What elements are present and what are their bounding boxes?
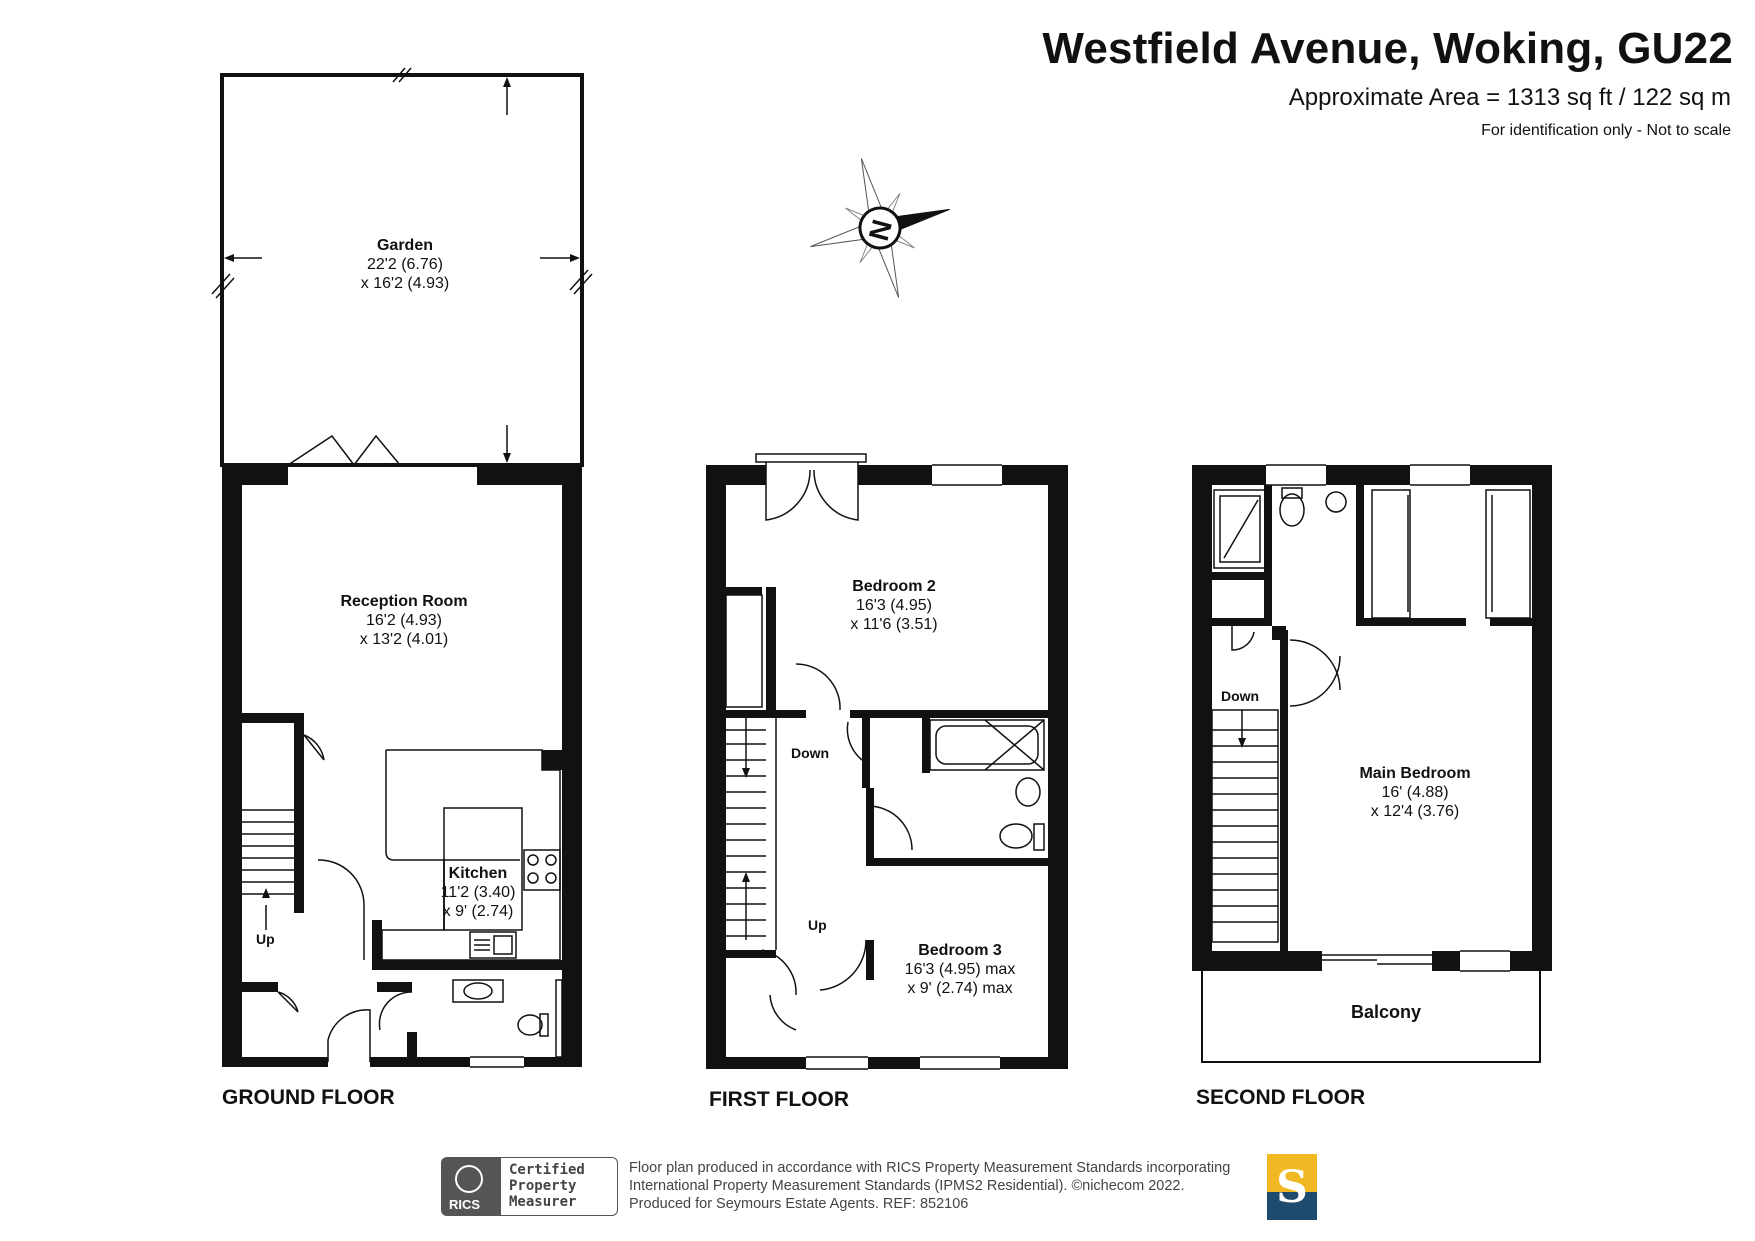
ground-floor-fixtures <box>242 734 563 1068</box>
property-title: Westfield Avenue, Woking, GU22 <box>1042 24 1733 73</box>
rics-org-text: RICS <box>449 1197 481 1212</box>
first-floor-fixtures <box>725 453 1045 1070</box>
credit-line: Produced for Seymours Estate Agents. REF… <box>629 1196 969 1212</box>
floor-label-second: SECOND FLOOR <box>1196 1086 1366 1109</box>
room-dimension: x 16'2 (4.93) <box>360 275 450 292</box>
compass-rose <box>810 158 950 298</box>
ground-floor-plan <box>211 67 593 467</box>
stair-label-up: Up <box>808 917 827 933</box>
room-name: Bedroom 3 <box>918 942 1002 959</box>
ground-floor-walls <box>222 465 582 1067</box>
floor-label-first: FIRST FLOOR <box>709 1088 849 1111</box>
room-name: Kitchen <box>448 865 508 882</box>
room-label-reception: Reception Room 16'2 (4.93) x 13'2 (4.01) <box>340 592 467 649</box>
room-label-bedroom-3: Bedroom 3 16'3 (4.95) max x 9' (2.74) ma… <box>905 941 1016 998</box>
room-dimension: x 11'6 (3.51) <box>850 616 938 633</box>
room-dimension: 11'2 (3.40) <box>440 884 516 901</box>
room-dimension: 16'3 (4.95) <box>856 597 932 614</box>
room-dimension: 16'2 (4.93) <box>366 612 442 629</box>
room-dimension: x 13'2 (4.01) <box>359 631 449 648</box>
second-floor-fixtures <box>1201 464 1541 1063</box>
first-floor-walls <box>706 465 1068 1069</box>
second-floor-walls <box>1192 465 1552 971</box>
room-label-balcony: Balcony <box>1351 1003 1421 1022</box>
floorplan-credits: Floor plan produced in accordance with R… <box>629 1159 1230 1213</box>
garden-outline <box>220 73 584 467</box>
room-label-main-bedroom: Main Bedroom 16' (4.88) x 12'4 (3.76) <box>1359 764 1470 821</box>
room-name: Reception Room <box>340 593 468 610</box>
credit-line: International Property Measurement Stand… <box>629 1178 1185 1194</box>
room-label-kitchen: Kitchen 11'2 (3.40) x 9' (2.74) <box>441 864 516 921</box>
badge-line: Measurer <box>509 1194 577 1210</box>
badge-line: Property <box>509 1178 577 1194</box>
room-dimension: 22'2 (6.76) <box>367 256 443 273</box>
room-label-garden: Garden 22'2 (6.76) x 16'2 (4.93) <box>361 236 449 293</box>
room-name: Garden <box>376 237 433 254</box>
room-dimension: x 9' (2.74) max <box>907 980 1013 997</box>
rics-certified-badge: RICS Certified Property Measurer <box>441 1157 619 1216</box>
credit-line: Floor plan produced in accordance with R… <box>629 1160 1231 1176</box>
certified-measurer-text: Certified Property Measurer <box>501 1157 618 1216</box>
rics-emblem-icon <box>455 1165 483 1193</box>
room-name: Balcony <box>1350 1002 1422 1022</box>
room-dimension: x 12'4 (3.76) <box>1370 803 1460 820</box>
logo-gold-block <box>1267 1154 1317 1192</box>
seymours-logo: S <box>1267 1154 1317 1220</box>
room-name: Main Bedroom <box>1359 765 1471 782</box>
badge-line: Certified <box>509 1162 585 1178</box>
logo-letter: S <box>1276 1162 1308 1213</box>
room-label-bedroom-2: Bedroom 2 16'3 (4.95) x 11'6 (3.51) <box>850 577 937 634</box>
rics-logo: RICS <box>441 1157 501 1216</box>
scale-disclaimer: For identification only - Not to scale <box>1481 122 1731 139</box>
floor-label-ground: GROUND FLOOR <box>222 1086 395 1109</box>
room-dimension: 16' (4.88) <box>1381 784 1449 801</box>
stair-label-up: Up <box>256 931 275 947</box>
approximate-area: Approximate Area = 1313 sq ft / 122 sq m <box>1288 84 1731 111</box>
room-dimension: x 9' (2.74) <box>442 903 514 920</box>
room-dimension: 16'3 (4.95) max <box>904 961 1016 978</box>
stair-label-down: Down <box>1221 688 1260 704</box>
room-name: Bedroom 2 <box>852 578 936 595</box>
stair-label-down: Down <box>791 745 830 761</box>
